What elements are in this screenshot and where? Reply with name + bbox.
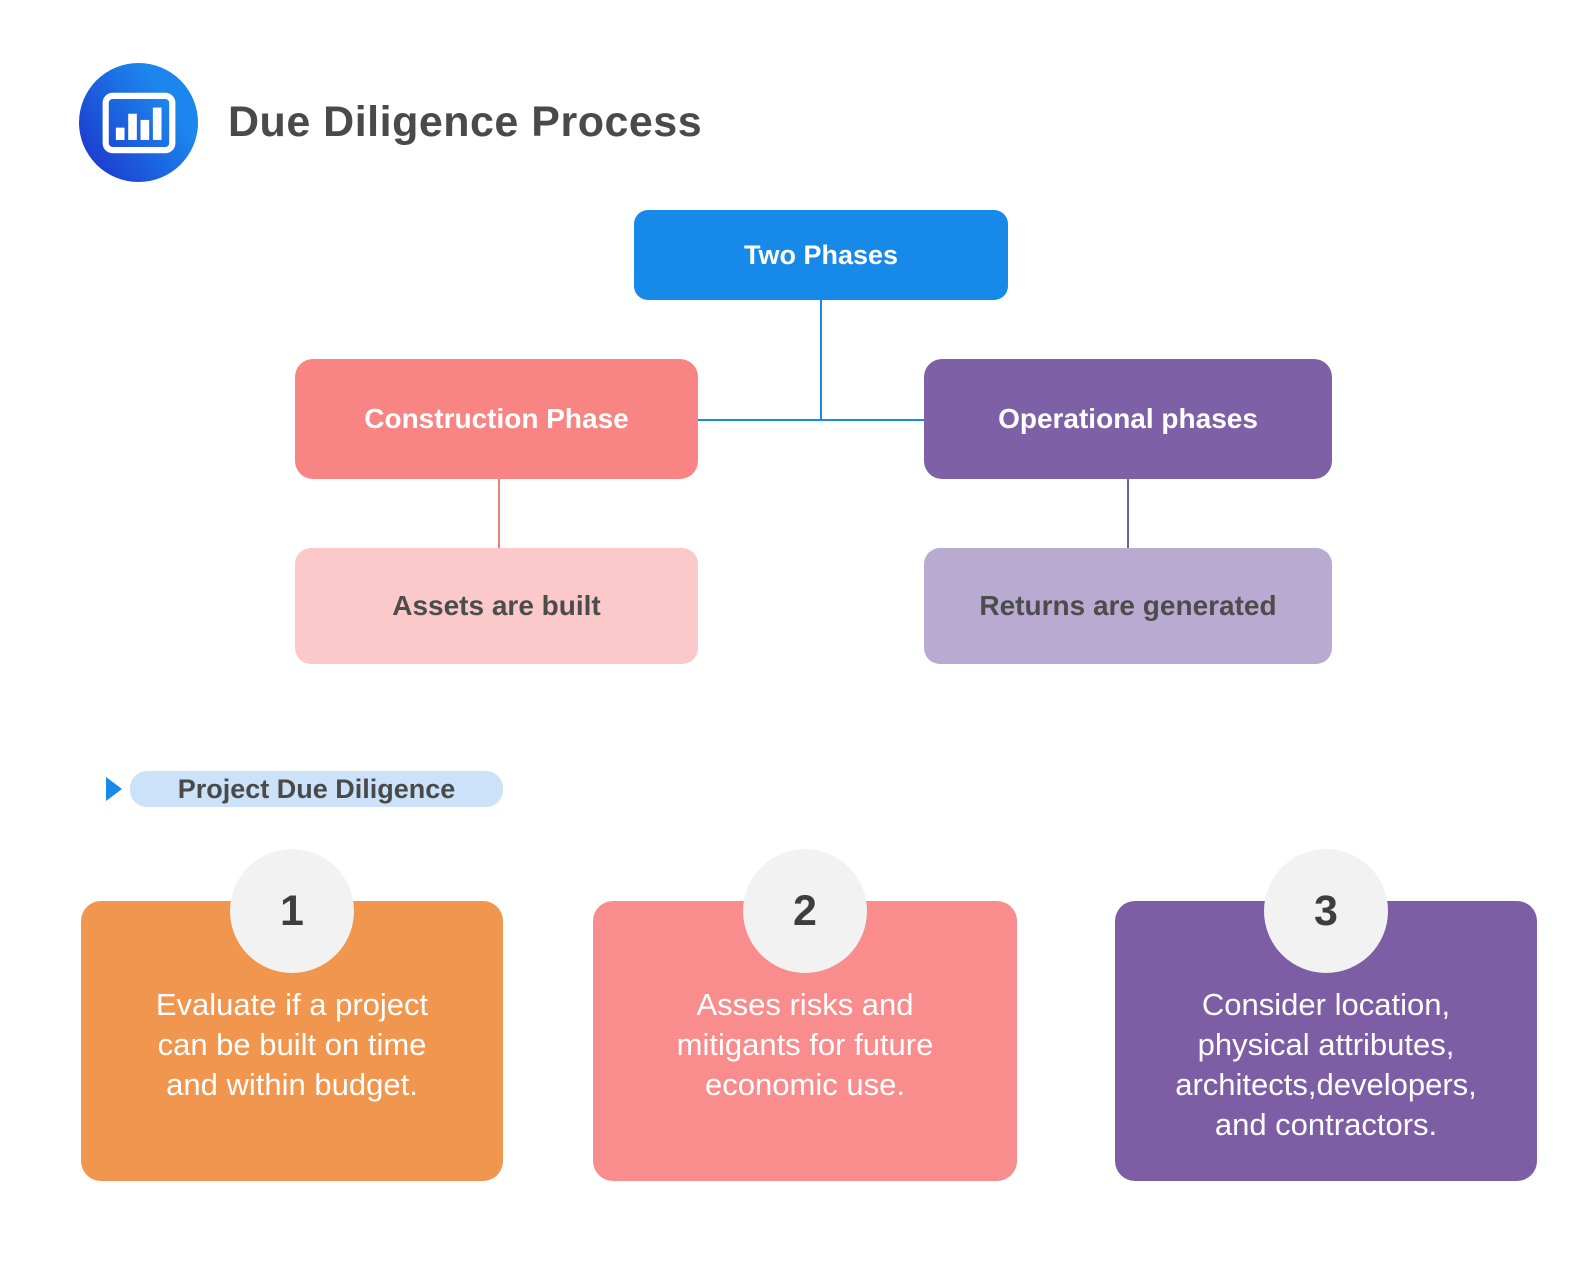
node-construction-phase: Construction Phase [295,359,698,479]
step-number-badge: 2 [743,849,867,973]
connector-root-vertical [820,300,822,420]
text-line: and within budget. [166,1067,418,1102]
step-card-3: 3 Consider location, physical attributes… [1115,849,1537,1181]
play-triangle-icon [106,777,122,801]
bar-chart-logo [79,63,198,182]
step-number-badge: 3 [1264,849,1388,973]
text-line: economic use. [705,1067,905,1102]
connector-horizontal [698,419,924,421]
step-number-badge: 1 [230,849,354,973]
node-operational-phases: Operational phases [924,359,1332,479]
section-label-project-due-diligence: Project Due Diligence [130,771,503,807]
text-line: and contractors. [1214,1107,1438,1142]
text-line: Evaluate if a project [155,987,429,1022]
text-line: architects,developers, [1175,1067,1477,1102]
connector-operational-child [1127,479,1129,548]
node-assets-are-built: Assets are built [295,548,698,664]
step-card-text: Asses risks and mitigants for future eco… [593,985,1017,1105]
bar-chart-icon [102,92,175,153]
step-card-2: 2 Asses risks and mitigants for future e… [593,849,1017,1181]
node-returns-are-generated: Returns are generated [924,548,1332,664]
text-line: can be built on time [157,1027,427,1062]
text-line: mitigants for future [676,1027,934,1062]
text-line: Consider location, [1201,987,1451,1022]
text-line: Asses risks and [696,987,914,1022]
page-title: Due Diligence Process [228,98,703,146]
step-card-text: Consider location, physical attributes, … [1115,985,1537,1145]
node-two-phases: Two Phases [634,210,1008,300]
connector-construction-child [498,479,500,548]
text-line: physical attributes, [1197,1027,1455,1062]
step-card-text: Evaluate if a project can be built on ti… [81,985,503,1105]
step-card-1: 1 Evaluate if a project can be built on … [81,849,503,1181]
